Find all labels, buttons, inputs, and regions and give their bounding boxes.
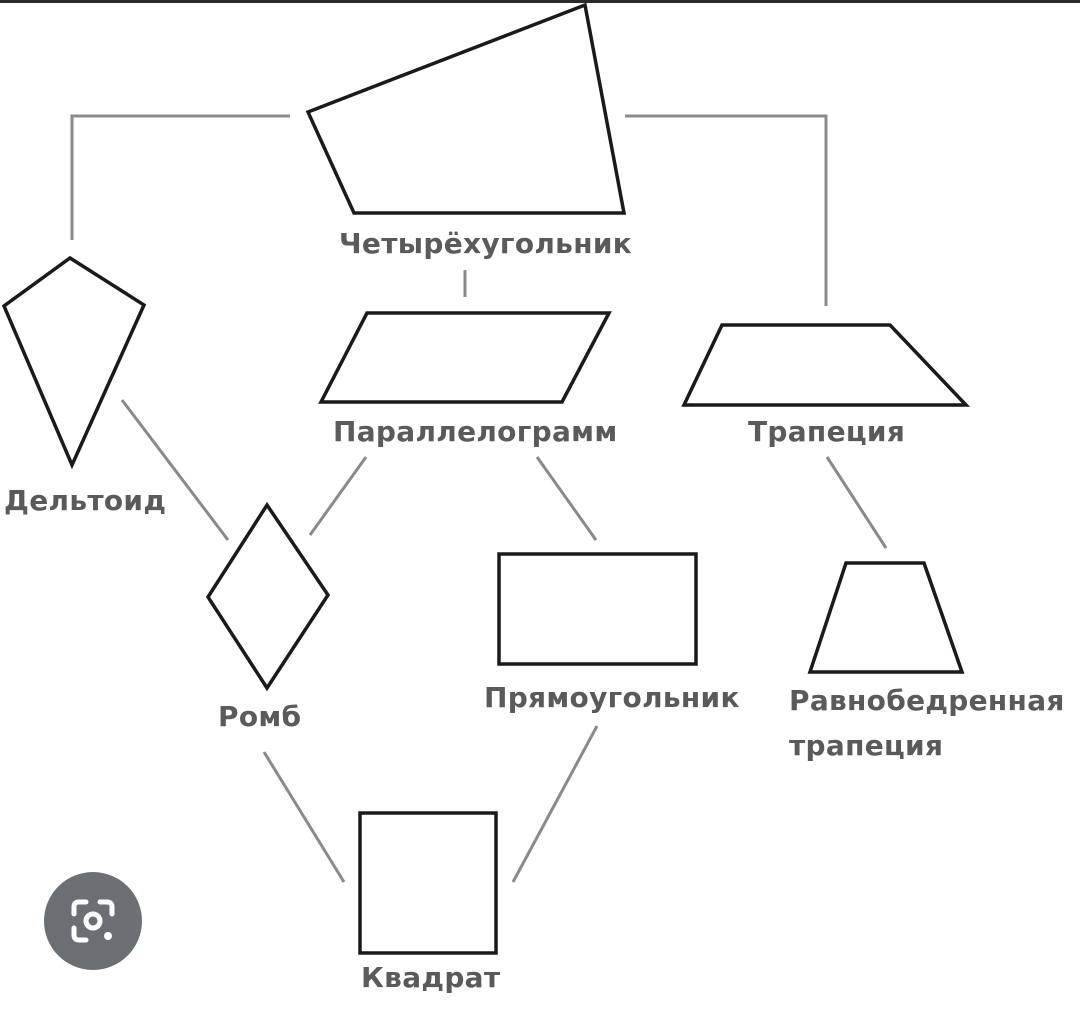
- quadrilateral-label: Четырёхугольник: [339, 227, 632, 260]
- connector-quadrilateral-trapezoid: [625, 114, 828, 306]
- kite-label: Дельтоид: [4, 484, 166, 517]
- connectors: [70, 114, 888, 883]
- parallelogram-label: Параллелограмм: [333, 415, 618, 448]
- square-label: Квадрат: [361, 961, 501, 994]
- trapezoid-label: Трапеция: [748, 415, 905, 448]
- trapezoid-shape: [681, 323, 971, 407]
- connector-parallelogram-rhombus: [308, 456, 368, 536]
- connector-parallelogram-rectangle: [535, 456, 598, 541]
- isosceles-trapezoid-label-line1: Равнобедренная: [789, 684, 1065, 717]
- lens-search-button[interactable]: [44, 872, 142, 970]
- connector-kite-rhombus: [120, 399, 230, 541]
- connector-quadrilateral-kite: [70, 114, 290, 240]
- connector-rectangle-square: [511, 725, 599, 883]
- lens-search-icon: [71, 899, 115, 943]
- square-shape: [358, 811, 498, 955]
- isosceles-trapezoid-shape: [807, 561, 965, 674]
- rhombus-shape: [205, 501, 331, 692]
- rectangle-shape: [497, 552, 698, 666]
- parallelogram-shape: [318, 311, 612, 404]
- connector-trapezoid-isosceles: [825, 456, 888, 549]
- rectangle-label: Прямоугольник: [484, 681, 740, 714]
- kite-shape: [1, 255, 147, 470]
- isosceles-trapezoid-label-line2: трапеция: [789, 729, 943, 762]
- quadrilateral-shape: [305, 2, 627, 215]
- rhombus-label: Ромб: [218, 700, 301, 733]
- top-border: [0, 0, 1080, 3]
- connector-rhombus-square: [262, 751, 346, 883]
